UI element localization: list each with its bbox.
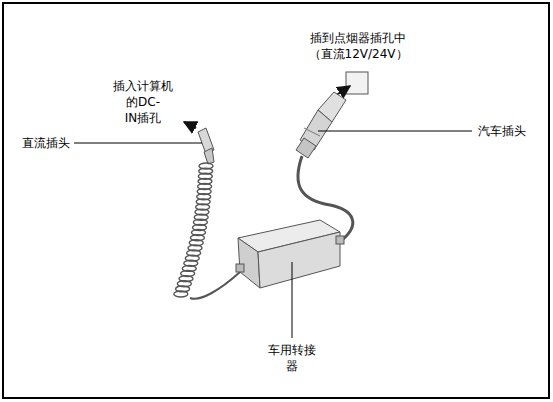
cord	[190, 272, 240, 299]
insert-arrow	[184, 122, 196, 128]
plug-label: 插入计算机 的DC-IN插孔	[113, 78, 173, 126]
leader-line	[292, 262, 293, 338]
coiled-cord	[174, 163, 213, 297]
leader-line	[74, 143, 202, 144]
car-plug	[296, 92, 346, 158]
part-label: 车用转接器	[268, 342, 316, 374]
socket	[346, 72, 368, 94]
part-label: 汽车插头	[478, 123, 526, 139]
part-label: 直流插头	[22, 135, 70, 151]
leader-line	[318, 131, 472, 132]
frame	[3, 3, 549, 398]
socket-label: 插到点烟器插孔中 （直流12V/24V）	[309, 30, 408, 62]
dc-plug	[198, 128, 214, 164]
adapter-box	[236, 220, 344, 288]
